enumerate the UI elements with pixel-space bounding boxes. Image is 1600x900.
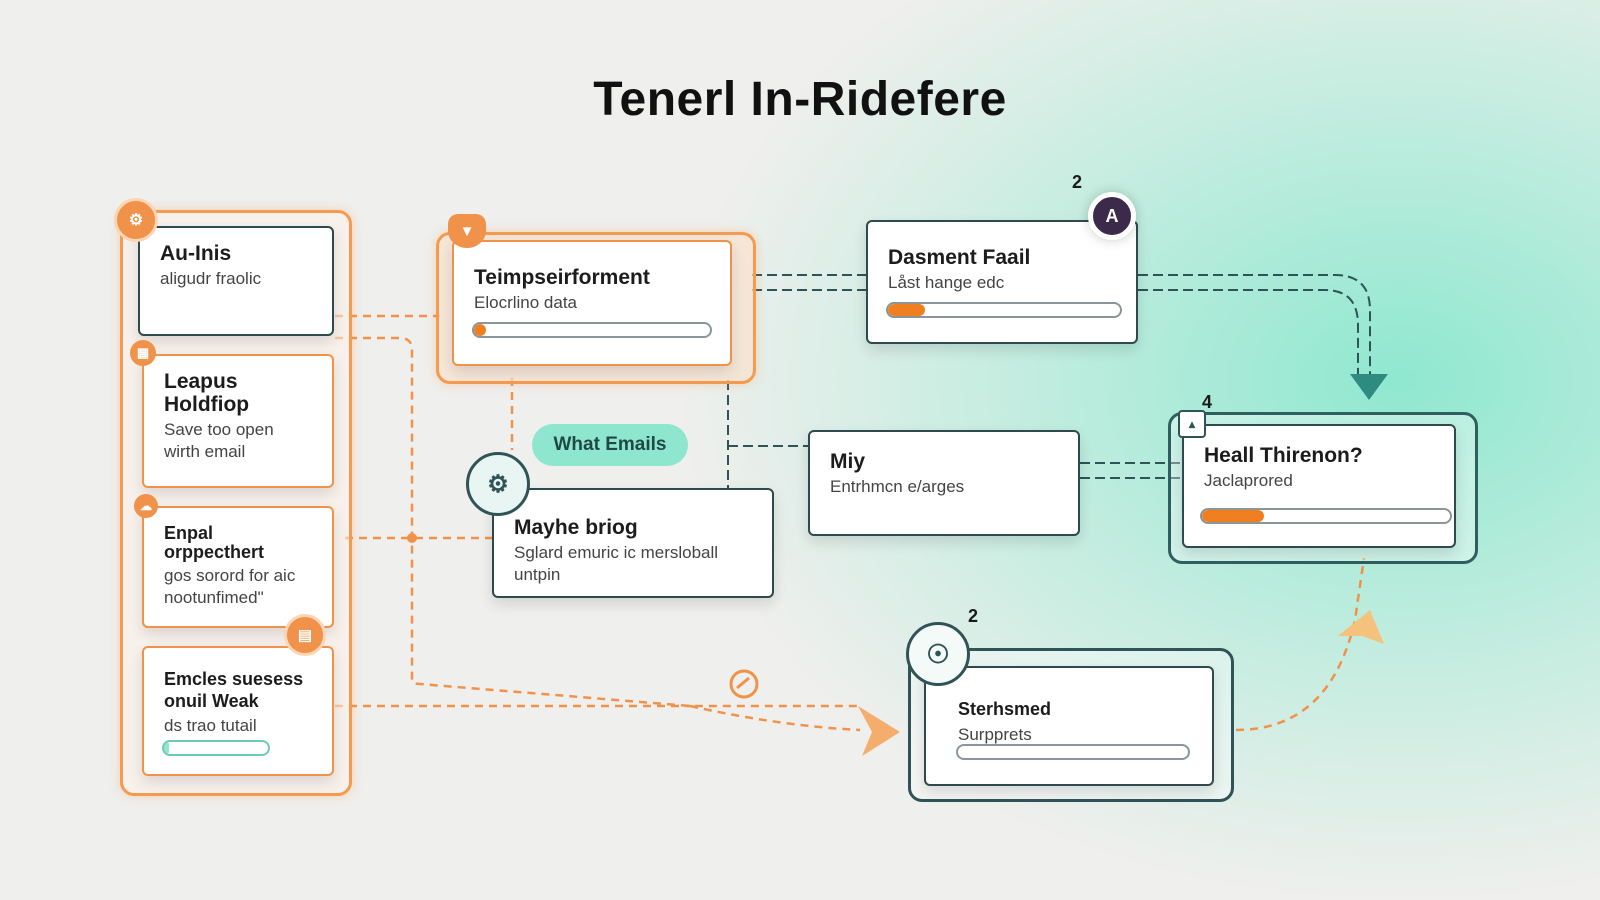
card-title: Mayhe briog <box>514 516 638 539</box>
progress-sterhsmed <box>956 744 1190 760</box>
junction-dot <box>407 533 417 543</box>
progress-temps <box>472 322 712 338</box>
card-temps[interactable]: Teimpseirforment Elocrlino data <box>452 240 732 366</box>
brain-icon: ☉ <box>906 622 970 686</box>
arrowhead-orange-heall <box>1338 610 1384 644</box>
card-leapus[interactable]: Leapus Holdfiop Save too open wirth emai… <box>142 354 334 488</box>
card-title: Heall Thirenon? <box>1204 444 1363 467</box>
progress-fill <box>888 304 926 316</box>
card-subtitle: Sglard emuric ic mersloball untpin <box>514 543 719 584</box>
card-subtitle: gos sorord for aic nootunfimed" <box>164 566 296 607</box>
card-subtitle: aligudr fraolic <box>160 269 262 288</box>
card-subtitle: Jaclaprored <box>1204 471 1293 490</box>
card-title: Emcles suesess onuil Weak <box>164 669 304 711</box>
card-au-inis[interactable]: Au-Inis aligudr fraolic <box>138 226 334 336</box>
card-dasment[interactable]: Dasment Faail Låst hange edc <box>866 220 1138 344</box>
inbox-icon: ▤ <box>284 614 326 656</box>
card-title: Au-Inis <box>160 242 232 265</box>
what-emails-pill[interactable]: What Emails <box>532 424 688 466</box>
page-title: Tenerl In-Ridefere <box>593 73 1007 126</box>
arrowhead-orange-sterh <box>858 706 900 756</box>
progress-dasment <box>886 302 1122 318</box>
card-sterhsmed[interactable]: Sterhsmed Surpprets <box>924 666 1214 786</box>
card-subtitle: Elocrlino data <box>474 293 578 312</box>
card-heall[interactable]: Heall Thirenon? Jaclaprored <box>1182 424 1456 548</box>
card-title: Enpal orppecthert <box>164 523 265 562</box>
card-emcles[interactable]: Emcles suesess onuil Weak ds trao tutail <box>142 646 334 776</box>
card-subtitle: Save too open wirth email <box>164 420 274 461</box>
shield-icon: ▼ <box>448 214 486 248</box>
progress-fill <box>474 324 486 336</box>
progress-fill <box>1202 510 1264 522</box>
card-title: Leapus Holdfiop <box>164 370 250 416</box>
check-circle-icon <box>729 669 759 699</box>
calendar-icon: ▦ <box>130 340 156 366</box>
cloud-icon: ☁ <box>134 494 158 518</box>
card-title: Teimpseirforment <box>474 266 650 289</box>
robot-icon: ⚙ <box>466 452 530 516</box>
card-enpal[interactable]: Enpal orppecthert gos sorord for aic noo… <box>142 506 334 628</box>
card-subtitle: Entrhmcn e/arges <box>830 477 965 496</box>
card-miy[interactable]: Miy Entrhmcn e/arges <box>808 430 1080 536</box>
card-title: Miy <box>830 450 866 473</box>
settings-badge-icon: ⚙ <box>114 198 158 242</box>
card-subtitle: Låst hange edc <box>888 273 1005 292</box>
card-mayhe[interactable]: Mayhe briog Sglard emuric ic mersloball … <box>492 488 774 598</box>
connector-left-down <box>335 336 860 708</box>
progress-heall <box>1200 508 1452 524</box>
step-number: 4 <box>1202 392 1213 412</box>
connector-dasment-right-1 <box>1138 274 1371 382</box>
card-subtitle: ds trao tutail <box>164 716 257 735</box>
connector-dasment-right-2 <box>1138 289 1359 382</box>
arrowhead-teal <box>1350 374 1388 400</box>
progress-emcles <box>162 740 270 756</box>
step-number: 2 <box>1072 172 1083 192</box>
connector-sterh-to-heall <box>1235 557 1366 732</box>
avatar[interactable]: A <box>1088 192 1136 240</box>
clipboard-icon: ▴ <box>1178 410 1206 438</box>
card-title: Sterhsmed <box>958 699 1052 719</box>
card-subtitle: Surpprets <box>958 725 1032 744</box>
connector-mayhe-right <box>689 704 861 732</box>
progress-fill <box>164 742 170 754</box>
card-title: Dasment Faail <box>888 246 1031 269</box>
step-number: 2 <box>968 606 979 626</box>
